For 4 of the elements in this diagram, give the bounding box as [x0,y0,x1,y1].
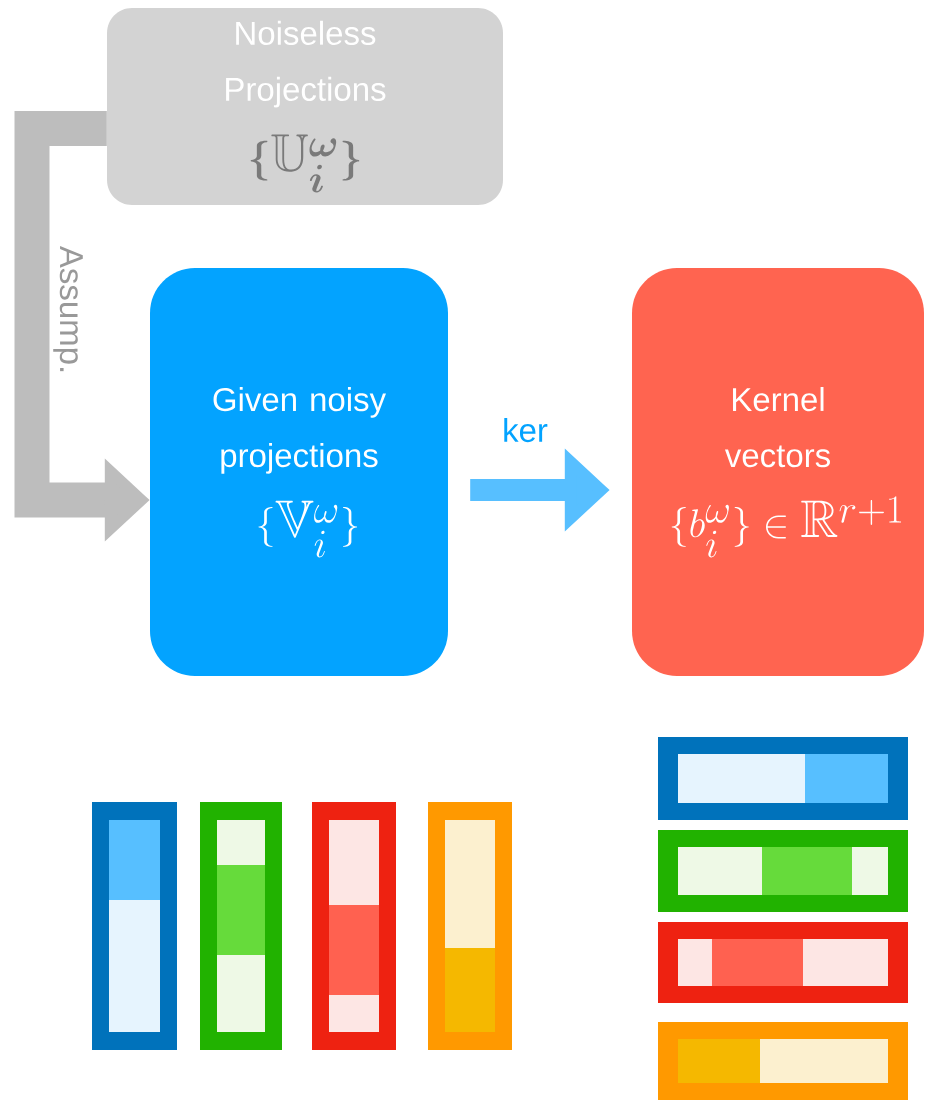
edge-label: ker [504,417,548,443]
process-box: Given noisy projections $\{\mathbb{V}_i^{\omega}\}$ [150,268,448,676]
process-box: Kernel vectors $\{b_i^{\omega}\} \in \mathbb{R}^{r+1}$ [632,268,924,676]
edge-label: Assump. [53,245,83,372]
